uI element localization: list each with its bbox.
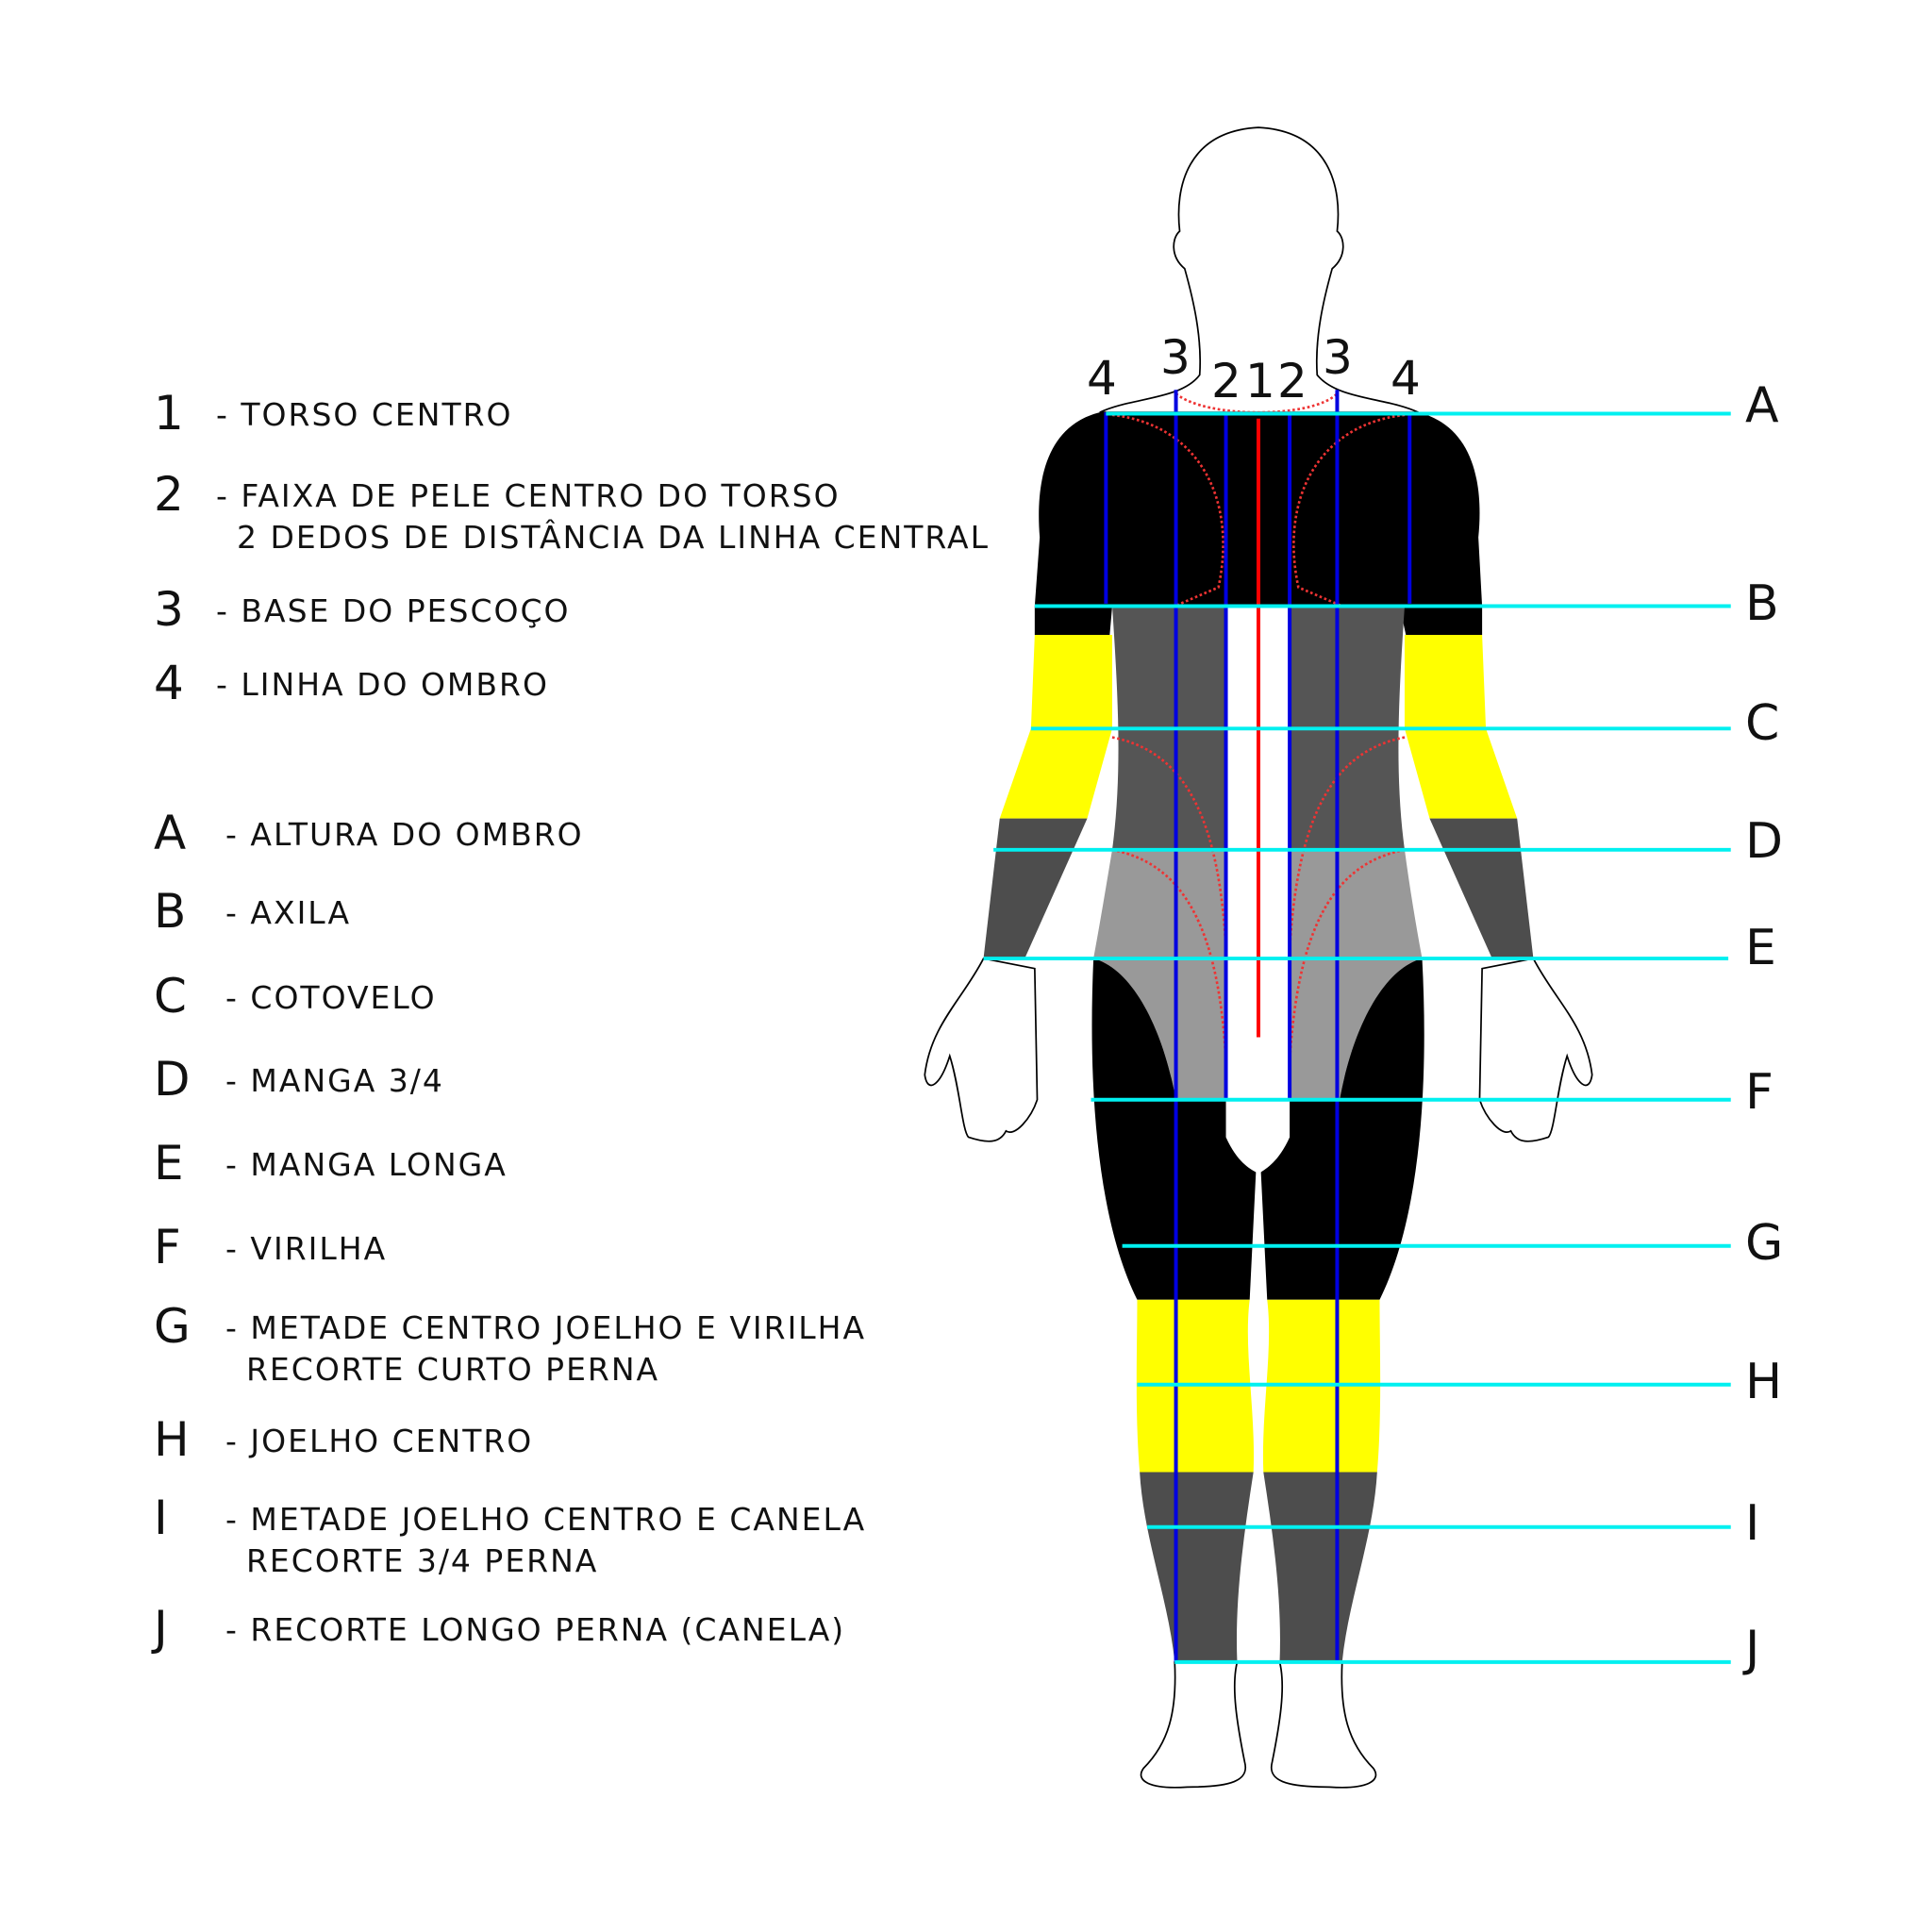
- legend-text: - COTOVELO: [225, 979, 437, 1016]
- legend-text: - MANGA LONGA: [225, 1146, 508, 1183]
- vline-label: 3: [1160, 330, 1191, 385]
- panel-right-forearm-gray: [1429, 818, 1534, 959]
- hline-label: J: [1745, 1621, 1760, 1677]
- legend-key: C: [154, 969, 187, 1024]
- legend-text: - METADE CENTRO JOELHO E VIRILHA: [225, 1309, 867, 1346]
- seam-left-shoulder: [1111, 413, 1224, 608]
- legend-item-G: G - METADE CENTRO JOELHO E VIRILHA RECORTE…: [154, 1302, 866, 1391]
- legend-key: A: [154, 806, 187, 860]
- legend-key: H: [154, 1412, 190, 1467]
- left-hand: [924, 958, 1039, 1142]
- legend-key: D: [154, 1052, 191, 1107]
- legend-text: - TORSO CENTRO: [216, 396, 513, 433]
- legend-text: RECORTE CURTO PERNA: [246, 1351, 660, 1388]
- legend-item-B: B - AXILA: [154, 887, 351, 936]
- legend-text: - RECORTE LONGO PERNA (CANELA): [225, 1611, 846, 1648]
- hline-label: C: [1745, 695, 1780, 752]
- right-foot: [1270, 1661, 1377, 1789]
- panel-left-leg-black: [1091, 958, 1257, 1300]
- legend-text: - ALTURA DO OMBRO: [225, 816, 584, 853]
- vline-label: 1: [1245, 354, 1275, 408]
- legend-item-E: E - MANGA LONGA: [154, 1139, 508, 1188]
- legend-text: - METADE JOELHO CENTRO E CANELA: [225, 1501, 867, 1538]
- legend-item-2: 2 - FAIXA DE PELE CENTRO DO TORSO 2 DEDOS …: [154, 470, 990, 558]
- vline-label: 4: [1391, 351, 1421, 406]
- seam-right-shoulder: [1292, 413, 1406, 608]
- legend-text: - AXILA: [225, 894, 352, 931]
- panel-left-shin-gray: [1140, 1472, 1254, 1662]
- legend-item-H: H - JOELHO CENTRO: [154, 1415, 533, 1464]
- legend-item-C: C - COTOVELO: [154, 972, 437, 1021]
- legend-key: I: [154, 1491, 168, 1545]
- legend-key: 3: [154, 582, 184, 637]
- vline-label: 2: [1277, 354, 1307, 408]
- hline-label: B: [1745, 575, 1779, 632]
- panel-right-shin-gray: [1263, 1472, 1377, 1662]
- legend-key: 1: [154, 386, 184, 441]
- legend-text: - VIRILHA: [225, 1230, 388, 1267]
- panel-torso-dark-gray: [1111, 606, 1405, 850]
- hline-label: I: [1745, 1495, 1760, 1552]
- legend-text: - FAIXA DE PELE CENTRO DO TORSO: [216, 477, 841, 514]
- hline-label: E: [1745, 920, 1776, 976]
- legend-item-1: 1 - TORSO CENTRO: [154, 389, 513, 438]
- right-hand: [1478, 958, 1593, 1142]
- legend-key: 2: [154, 467, 184, 522]
- head-outline: [1099, 126, 1419, 414]
- legend-key: 4: [154, 656, 184, 710]
- legend-text: RECORTE 3/4 PERNA: [246, 1542, 599, 1579]
- hline-label: H: [1745, 1354, 1783, 1410]
- hline-label: G: [1745, 1215, 1784, 1272]
- panel-left-forearm-gray: [983, 818, 1088, 959]
- legend-text: 2 DEDOS DE DISTÂNCIA DA LINHA CENTRAL: [237, 519, 990, 556]
- vline-label: 2: [1211, 354, 1241, 408]
- legend-key: E: [154, 1136, 184, 1191]
- legend-key: G: [154, 1299, 191, 1354]
- legend-item-4: 4 - LINHA DO OMBRO: [154, 658, 549, 708]
- legend-item-F: F - VIRILHA: [154, 1223, 387, 1272]
- hline-label: A: [1745, 377, 1779, 434]
- legend-item-J: J - RECORTE LONGO PERNA (CANELA): [154, 1604, 845, 1653]
- legend-text: - MANGA 3/4: [225, 1062, 444, 1099]
- legend-key: F: [154, 1220, 181, 1274]
- vline-label: 4: [1087, 351, 1117, 406]
- legend-text: - BASE DO PESCOÇO: [216, 592, 571, 629]
- legend-key: B: [154, 884, 187, 939]
- left-foot: [1140, 1661, 1247, 1789]
- hline-label: F: [1745, 1064, 1774, 1121]
- legend-key: J: [154, 1601, 168, 1656]
- legend-text: - LINHA DO OMBRO: [216, 666, 549, 703]
- legend-text: - JOELHO CENTRO: [225, 1423, 534, 1459]
- legend-item-3: 3 - BASE DO PESCOÇO: [154, 585, 571, 634]
- vline-label: 3: [1323, 330, 1353, 385]
- legend-item-D: D - MANGA 3/4: [154, 1055, 444, 1104]
- legend-item-A: A - ALTURA DO OMBRO: [154, 808, 584, 858]
- hline-label: D: [1745, 813, 1784, 870]
- panel-right-leg-black: [1260, 958, 1424, 1300]
- legend-item-I: I - METADE JOELHO CENTRO E CANELA RECORTE …: [154, 1493, 866, 1582]
